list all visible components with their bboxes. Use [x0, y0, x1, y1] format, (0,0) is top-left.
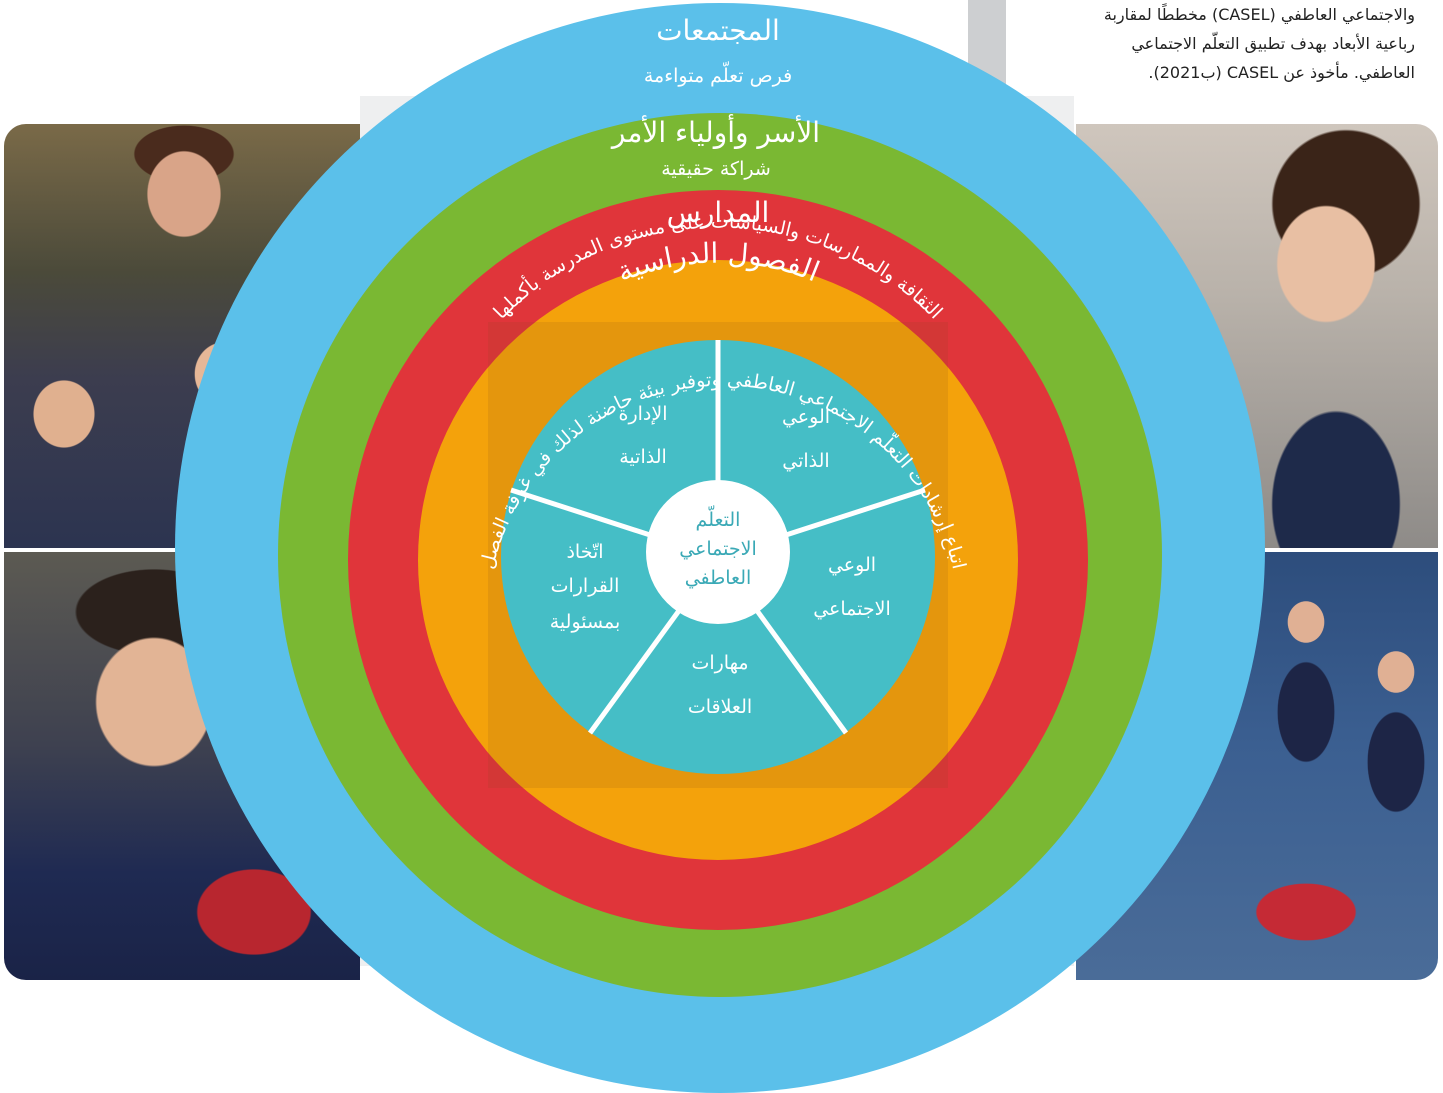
decision-making-line-3: بمسئولية	[550, 611, 620, 633]
communities-subtitle: فرص تعلّم متواءمة	[644, 62, 792, 87]
self-management-line-2: الذاتية	[619, 446, 667, 468]
caption-line-1: والاجتماعي العاطفي (CASEL) مخططًا لمقارب…	[1103, 5, 1415, 24]
families-subtitle: شراكة حقيقية	[661, 158, 771, 180]
core-line-3: العاطفي	[685, 567, 752, 589]
core-center	[646, 480, 790, 624]
communities-title: المجتمعات	[656, 14, 780, 47]
social-awareness-line-2: الاجتماعي	[813, 598, 891, 620]
self-awareness-line-1: الوعي	[782, 406, 830, 428]
relationship-skills-line-2: العلاقات	[688, 696, 752, 718]
decision-making-line-2: القرارات	[551, 575, 620, 597]
core-line-1: التعلّم	[696, 506, 741, 531]
caption-line-3: العاطفي. مأخوذ عن CASEL (ب2021).	[1148, 63, 1415, 82]
social-awareness-line-1: الوعي	[828, 554, 876, 576]
decision-making-line-1: اتّخاذ	[566, 541, 603, 563]
relationship-skills-line-1: مهارات	[691, 652, 748, 674]
caption-line-2: رباعية الأبعاد بهدف تطبيق التعلّم الاجتم…	[1131, 34, 1415, 53]
figure-caption: والاجتماعي العاطفي (CASEL) مخططًا لمقارب…	[975, 0, 1415, 87]
self-awareness-line-2: الذاتي	[782, 450, 829, 472]
core-line-2: الاجتماعي	[679, 538, 757, 560]
families-title: الأسر وأولياء الأمر	[610, 113, 820, 149]
schools-title: المدارس	[667, 196, 770, 229]
self-management-line-1: الإدارة	[619, 403, 668, 425]
